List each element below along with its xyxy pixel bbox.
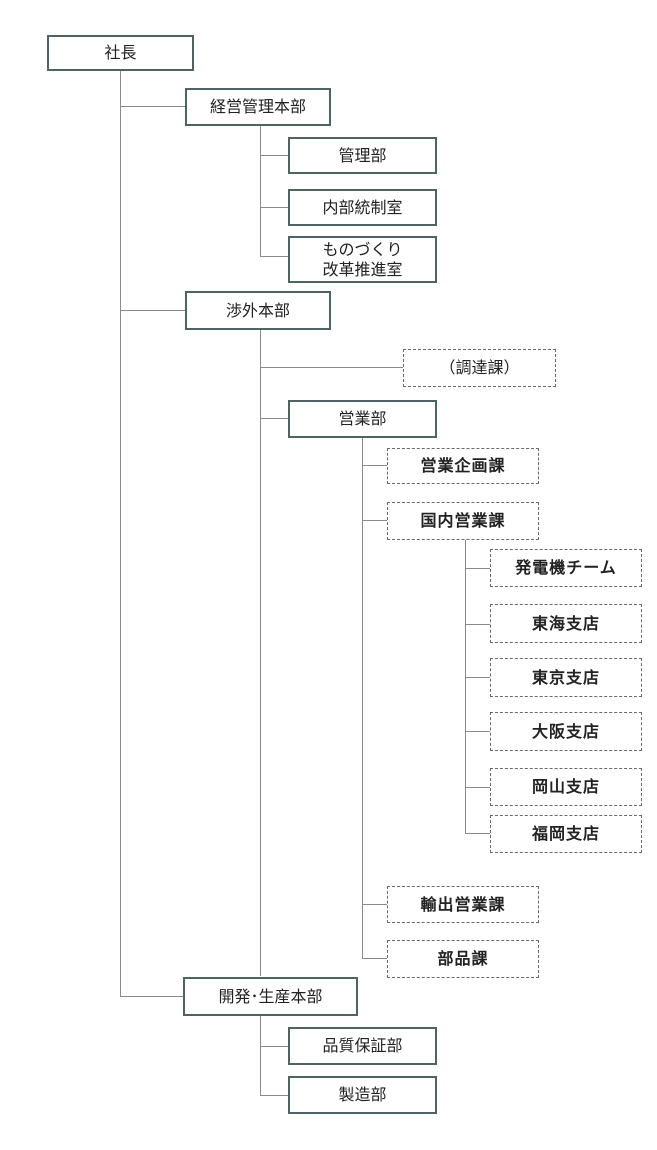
node-parts: 部品課 <box>387 940 539 978</box>
node-quality-assurance: 品質保証部 <box>288 1027 437 1065</box>
connector-to-dev-production-hq <box>120 996 185 997</box>
node-fukuoka-branch: 福岡支店 <box>490 815 642 853</box>
connector-to-external-hq <box>120 310 185 311</box>
node-quality-assurance-label: 品質保証部 <box>322 1036 403 1055</box>
node-okayama-branch: 岡山支店 <box>490 768 642 806</box>
node-export-sales: 輸出営業課 <box>387 886 539 923</box>
node-management-dept: 管理部 <box>288 137 437 174</box>
node-monozukuri-label-line1: ものづくり <box>322 239 403 259</box>
node-monozukuri: ものづくり 改革推進室 <box>288 236 437 283</box>
connector-to-export-sales <box>362 904 387 905</box>
connector-to-quality-assurance <box>260 1046 288 1047</box>
connector-to-tokai-branch <box>465 624 490 625</box>
node-sales-planning-label: 営業企画課 <box>420 456 506 475</box>
node-management-hq: 経営管理本部 <box>185 88 331 126</box>
connector-to-monozukuri <box>260 256 288 257</box>
node-osaka-branch: 大阪支店 <box>490 712 642 751</box>
node-parts-label: 部品課 <box>437 949 489 968</box>
node-tokyo-branch-label: 東京支店 <box>531 667 600 687</box>
node-manufacturing: 製造部 <box>288 1076 437 1114</box>
node-manufacturing-label: 製造部 <box>338 1085 387 1104</box>
node-monozukuri-label-line2: 改革推進室 <box>322 259 403 279</box>
node-tokyo-branch: 東京支店 <box>490 658 642 697</box>
connector-to-sales-dept <box>260 418 288 419</box>
connector-to-sales-planning <box>362 465 387 466</box>
node-dev-production-hq-label: 開発･生産本部 <box>218 986 323 1006</box>
connector-to-okayama-branch <box>465 787 490 788</box>
connector-to-osaka-branch <box>465 731 490 732</box>
connector-to-parts <box>362 958 387 959</box>
node-domestic-sales-label: 国内営業課 <box>420 511 506 530</box>
node-president-label: 社長 <box>104 43 137 62</box>
connector-external-trunk <box>260 330 261 976</box>
connector-dev-trunk <box>260 1016 261 1096</box>
node-management-dept-label: 管理部 <box>338 145 387 165</box>
node-osaka-branch-label: 大阪支店 <box>531 721 600 741</box>
connector-to-management-dept <box>260 155 288 156</box>
connector-domestic-trunk <box>465 540 466 834</box>
node-generator-team: 発電機チーム <box>490 549 642 587</box>
node-okayama-branch-label: 岡山支店 <box>531 777 600 796</box>
node-sales-planning: 営業企画課 <box>387 448 539 484</box>
node-management-hq-label: 経営管理本部 <box>209 97 306 116</box>
node-external-hq-label: 渉外本部 <box>225 300 290 320</box>
connector-to-fukuoka-branch <box>465 833 490 834</box>
connector-to-procurement <box>260 367 403 368</box>
node-sales-dept: 営業部 <box>288 400 437 438</box>
node-sales-dept-label: 営業部 <box>338 409 387 428</box>
node-domestic-sales: 国内営業課 <box>387 502 539 540</box>
node-internal-control-label: 内部統制室 <box>322 197 403 217</box>
node-external-hq: 渉外本部 <box>185 291 331 330</box>
connector-to-generator-team <box>465 568 490 569</box>
connector-to-manufacturing <box>260 1095 288 1096</box>
node-export-sales-label: 輸出営業課 <box>420 894 506 914</box>
node-procurement-label: （調達課） <box>439 358 520 377</box>
connector-to-tokyo-branch <box>465 677 490 678</box>
connector-management-trunk <box>260 126 261 256</box>
connector-to-domestic-sales <box>362 520 387 521</box>
connector-sales-trunk <box>362 438 363 958</box>
connector-to-management-hq <box>120 106 185 107</box>
node-procurement: （調達課） <box>403 349 556 387</box>
connector-to-internal-control <box>260 207 288 208</box>
node-fukuoka-branch-label: 福岡支店 <box>531 824 600 843</box>
node-president: 社長 <box>47 35 194 71</box>
node-tokai-branch-label: 東海支店 <box>531 613 600 633</box>
node-tokai-branch: 東海支店 <box>490 604 642 643</box>
node-generator-team-label: 発電機チーム <box>515 558 617 577</box>
node-dev-production-hq: 開発･生産本部 <box>183 977 358 1016</box>
connector-president-trunk <box>120 71 121 997</box>
node-internal-control: 内部統制室 <box>288 189 437 226</box>
